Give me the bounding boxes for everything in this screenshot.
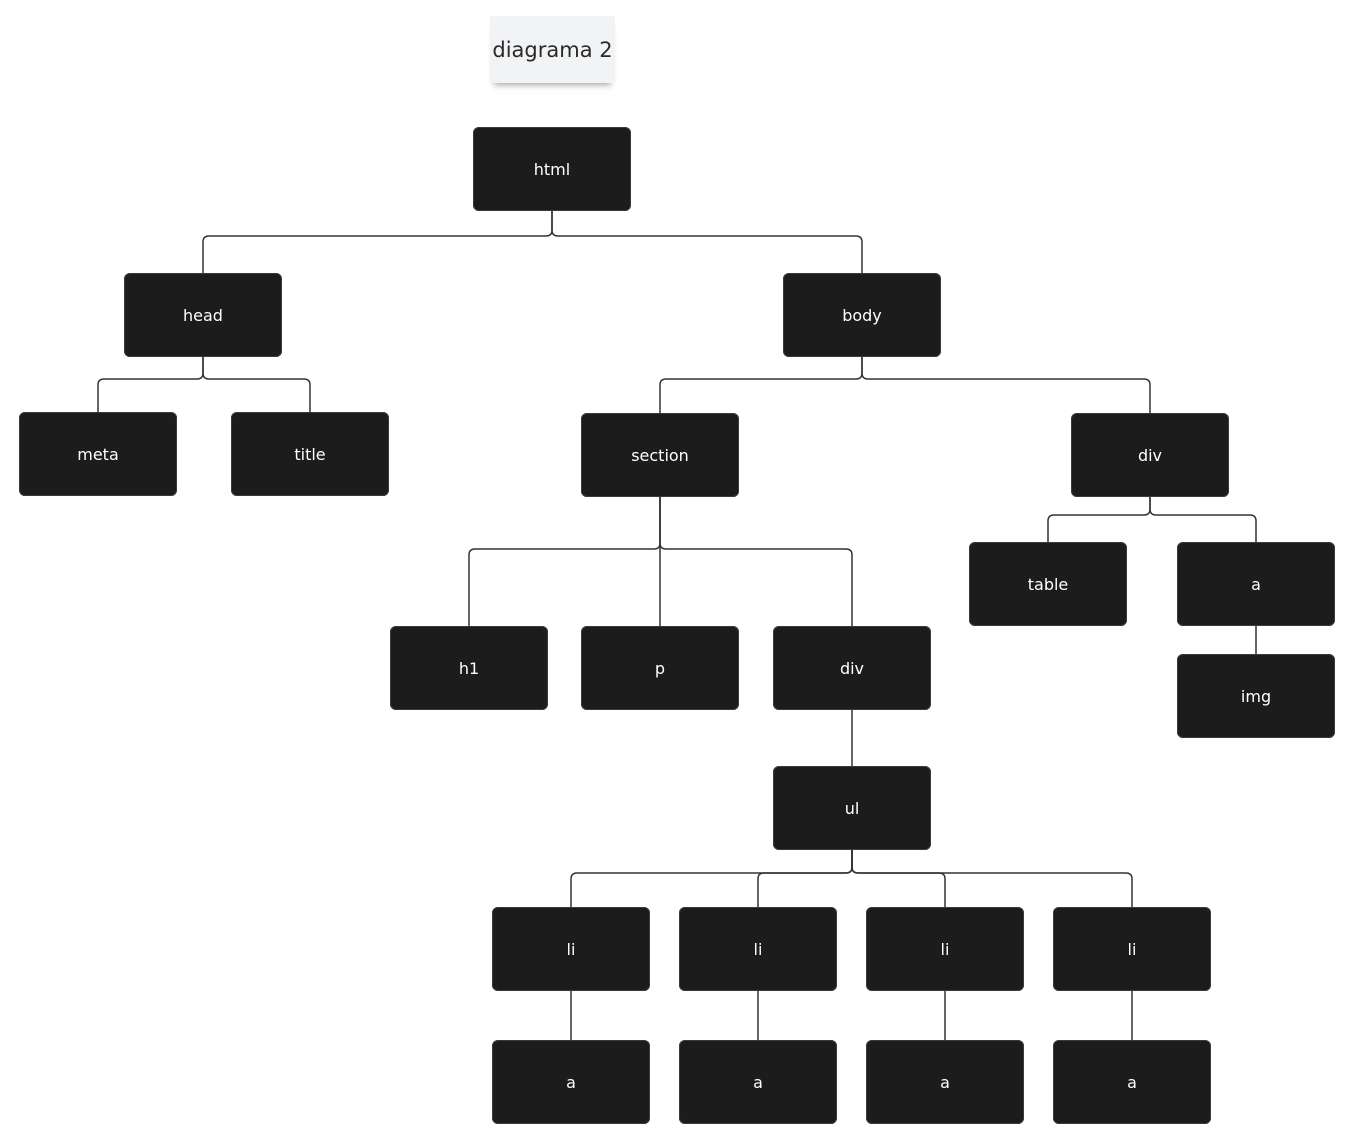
connector-div1-table xyxy=(1047,497,1151,542)
node-title[interactable]: title xyxy=(231,412,389,496)
node-meta[interactable]: meta xyxy=(19,412,177,496)
diagram-title-sticky-note[interactable]: diagrama 2 xyxy=(490,16,615,83)
connector-body-section xyxy=(659,357,863,413)
node-section[interactable]: section xyxy=(581,413,739,497)
node-li-1[interactable]: li xyxy=(492,907,650,991)
node-img[interactable]: img xyxy=(1177,654,1335,738)
connector-ul-li1 xyxy=(570,850,853,907)
node-a-2[interactable]: a xyxy=(679,1040,837,1124)
node-h1[interactable]: h1 xyxy=(390,626,548,710)
node-a-3[interactable]: a xyxy=(866,1040,1024,1124)
node-html[interactable]: html xyxy=(473,127,631,211)
node-a-1[interactable]: a xyxy=(492,1040,650,1124)
node-a-link[interactable]: a xyxy=(1177,542,1335,626)
connector-div1-a_img xyxy=(1149,497,1257,542)
node-div-body[interactable]: div xyxy=(1071,413,1229,497)
connector-section-div2 xyxy=(659,497,853,626)
node-table[interactable]: table xyxy=(969,542,1127,626)
node-p[interactable]: p xyxy=(581,626,739,710)
node-ul[interactable]: ul xyxy=(773,766,931,850)
node-li-2[interactable]: li xyxy=(679,907,837,991)
node-head[interactable]: head xyxy=(124,273,282,357)
node-div-section[interactable]: div xyxy=(773,626,931,710)
node-a-4[interactable]: a xyxy=(1053,1040,1211,1124)
node-li-4[interactable]: li xyxy=(1053,907,1211,991)
connector-html-body xyxy=(551,211,863,273)
connector-head-meta xyxy=(97,357,204,412)
connector-body-div1 xyxy=(861,357,1151,413)
node-body[interactable]: body xyxy=(783,273,941,357)
connector-head-title xyxy=(202,357,311,412)
connector-html-head xyxy=(202,211,553,273)
connector-ul-li3 xyxy=(851,850,946,907)
node-li-3[interactable]: li xyxy=(866,907,1024,991)
connector-section-h1 xyxy=(468,497,661,626)
connector-ul-li2 xyxy=(757,850,853,907)
connector-ul-li4 xyxy=(851,850,1133,907)
